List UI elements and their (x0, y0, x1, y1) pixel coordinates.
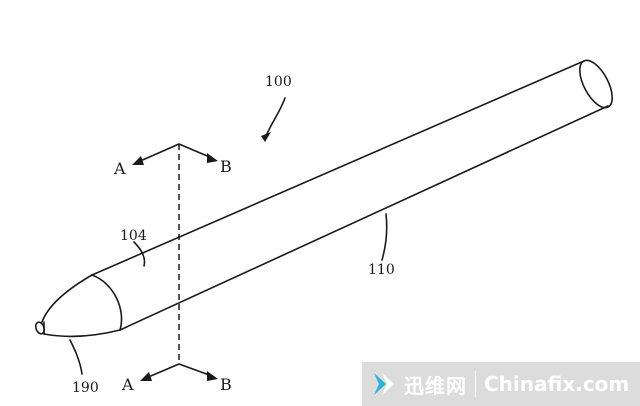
tip-cone-lower (43, 329, 121, 338)
label-110: 110 (368, 262, 395, 278)
watermark-domain-text: Chinafix.com (484, 372, 630, 396)
watermark-divider (475, 371, 476, 397)
top-section-arm (137, 143, 213, 163)
barrel-bottom-edge (119, 105, 609, 331)
watermark-cn-text: 迅维网 (404, 373, 467, 398)
label-section-bottom-b: B (220, 375, 232, 394)
leader-110 (381, 213, 388, 261)
bottom-section-arm (145, 363, 213, 379)
barrel-top-edge (91, 60, 585, 276)
label-section-top-b: B (220, 157, 232, 176)
label-190: 190 (72, 380, 99, 396)
bottom-arrowhead-a (140, 372, 152, 381)
bottom-arrowhead-b (207, 371, 218, 381)
chinafix-logo-icon (374, 373, 394, 395)
section-line-AB (132, 143, 218, 381)
top-arrowhead-b (207, 153, 218, 163)
leader-100 (265, 97, 286, 137)
label-100: 100 (265, 74, 292, 90)
tip-joint-line (91, 274, 123, 331)
tip-cone-upper (41, 274, 93, 323)
watermark-banner: 迅维网 Chinafix.com (362, 362, 640, 406)
label-section-top-a: A (113, 159, 126, 178)
label-section-bottom-a: A (121, 375, 134, 394)
stylus-drawing (34, 59, 613, 338)
leader-100-arrowhead (261, 132, 271, 142)
leader-104 (133, 241, 146, 267)
leader-lines (69, 97, 388, 375)
top-arrowhead-a (132, 156, 144, 165)
label-104: 104 (120, 228, 147, 244)
leader-190 (69, 339, 83, 375)
barrel-end-cap (579, 59, 613, 109)
